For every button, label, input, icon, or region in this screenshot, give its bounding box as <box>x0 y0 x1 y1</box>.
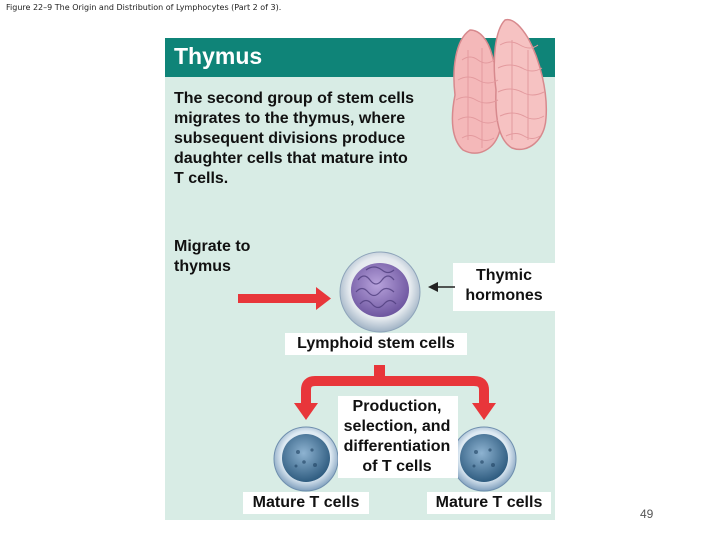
thymic-hormones-box <box>453 263 555 311</box>
mature-t-cells-label-right: Mature T cells <box>435 494 543 511</box>
mature-left-label-box <box>243 492 369 514</box>
migrate-arrow <box>238 287 331 310</box>
figure-caption: Figure 22–9 The Origin and Distribution … <box>6 3 282 12</box>
mature-t-cell-icon <box>451 426 517 492</box>
branch-arrows <box>294 365 496 420</box>
panel-title: Thymus <box>174 43 263 69</box>
mature-t-cell-icon <box>273 426 339 492</box>
thymic-hormones-arrow <box>428 282 455 292</box>
thymic-hormones-label: Thymic hormones <box>465 267 543 304</box>
lymphoid-stem-cells-label: Lymphoid stem cells <box>297 335 455 352</box>
thymus-organ-icon <box>451 18 548 154</box>
lymphoid-label-box <box>285 333 467 355</box>
page-number: 49 <box>640 507 654 521</box>
intro-text: The second group of stem cells migrates … <box>174 90 415 187</box>
mature-right-label-box <box>427 492 551 514</box>
migrate-label: Migrate to thymus <box>174 238 251 275</box>
mature-t-cells-label-left: Mature T cells <box>252 494 360 511</box>
production-label-box <box>338 396 458 478</box>
production-label: Production, selection, and differentiati… <box>343 398 451 475</box>
lymphoid-stem-cell-icon <box>339 251 421 333</box>
